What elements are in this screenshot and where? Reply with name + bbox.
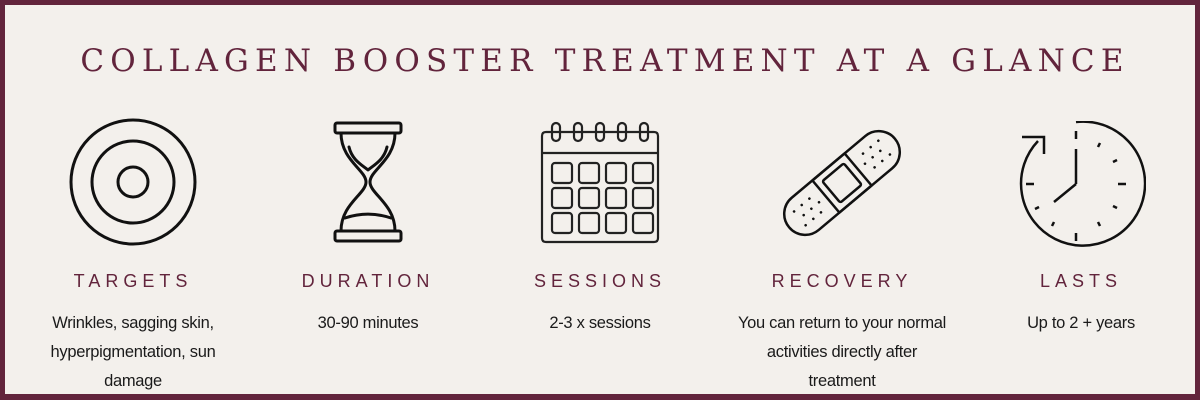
bandage-icon xyxy=(777,118,907,253)
item-description: You can return to your normal activities… xyxy=(737,314,947,390)
item-description: 2-3 x sessions xyxy=(549,314,651,332)
page-title: COLLAGEN BOOSTER TREATMENT AT A GLANCE xyxy=(80,43,1130,79)
item-description: Wrinkles, sagging skin, hyperpigmentatio… xyxy=(50,314,216,390)
item-description: 30-90 minutes xyxy=(317,314,419,332)
item-label: RECOVERY xyxy=(771,271,913,291)
clock-icon xyxy=(1016,120,1147,254)
item-description: Up to 2 + years xyxy=(1027,314,1135,332)
item-label: SESSIONS xyxy=(533,271,667,291)
calendar-icon xyxy=(538,120,662,249)
item-label: LASTS xyxy=(1039,271,1123,291)
target-icon xyxy=(68,117,198,252)
item-label: TARGETS xyxy=(73,271,193,291)
item-label: DURATION xyxy=(301,271,435,291)
hourglass-icon xyxy=(332,120,404,250)
